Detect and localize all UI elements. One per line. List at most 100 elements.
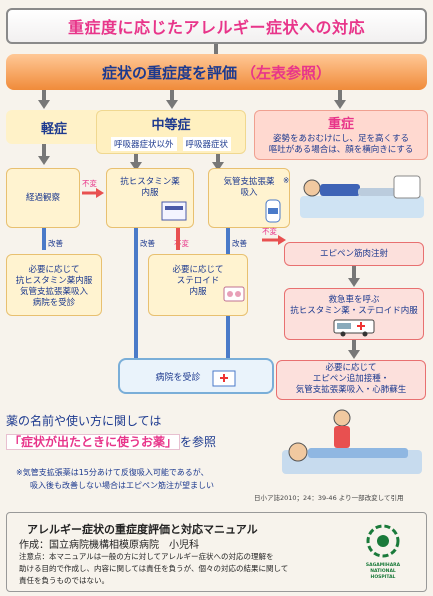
step-steroid: 必要に応じて ステロイド 内服	[148, 254, 248, 316]
arrow-down-icon	[166, 100, 178, 109]
additional-line-1: 必要に応じて	[325, 363, 377, 373]
drug-note-line-1: 薬の名前や使い方に関しては	[6, 414, 162, 428]
ambulance-icon	[333, 319, 375, 337]
pill-packet-icon	[223, 286, 245, 302]
ambulance-line-1: 救急車を呼ぶ	[328, 295, 380, 305]
evaluate-ref: （左表参照）	[241, 63, 332, 82]
steroid-line-2: ステロイド	[176, 276, 220, 286]
steroid-line-3: 内服	[189, 287, 207, 297]
step-epipen-label: エピペン筋肉注射	[319, 248, 388, 259]
additional-line-3: 気管支拡張薬吸入・心肺蘇生	[295, 385, 407, 395]
severe-instruction-1: 姿勢をあおむけにし、足を高くする	[272, 134, 409, 144]
moderate-respiratory: 呼吸器症状	[182, 137, 232, 151]
arrow-down-icon	[38, 100, 50, 109]
connector	[170, 90, 174, 102]
connector	[42, 90, 46, 102]
step-additional-treatment: 必要に応じて エピペン追加接種・ 気管支拡張薬吸入・心肺蘇生	[276, 360, 426, 400]
connector	[338, 90, 342, 102]
mild-followup-line-4: 病院を受診	[32, 298, 76, 308]
arrow-down-icon	[38, 156, 50, 165]
arrow-down-icon	[348, 350, 360, 359]
label-no-improve: 不変	[262, 227, 277, 236]
severity-severe-label: 重症	[327, 117, 354, 132]
manual-caution-line-1: 注意点：本マニュアルは一般の方に対してアレルギー症状への対応の理解を	[19, 552, 274, 561]
step-antihistamine-sub: 内服	[141, 188, 159, 198]
arrow-right-icon	[82, 188, 104, 198]
step-hospital: 病院を受診	[118, 358, 274, 394]
connector	[42, 228, 46, 250]
step-bronchodilator: 気管支拡張薬 吸入	[208, 168, 290, 228]
drug-reference-note: 薬の名前や使い方に関しては 「症状が出たときに使うお薬」を参照	[6, 412, 274, 458]
steroid-line-1: 必要に応じて	[172, 265, 224, 275]
logo-caption-3: HOSPITAL	[370, 575, 396, 580]
hospital-logo: SAGAMIHARA NATIONAL HOSPITAL	[347, 523, 419, 581]
mild-followup-line-3: 気管支拡張薬吸入	[19, 287, 88, 297]
mild-followup-line-1: 必要に応じて	[28, 265, 80, 275]
evaluate-label: 症状の重症度を評価	[101, 63, 237, 82]
page-title-box: 重症度に応じたアレルギー症状への対応	[6, 8, 427, 44]
manual-author: 作成：国立病院機構相模原病院 小児科	[19, 540, 199, 551]
ambulance-line-2: 抗ヒスタミン薬・ステロイド内服	[290, 306, 418, 316]
arrow-right-icon	[262, 235, 286, 245]
severity-severe: 重症 姿勢をあおむけにし、足を高くする 嘔吐がある場合は、顔を横向きにする	[254, 110, 428, 160]
connector	[134, 352, 138, 360]
step-antihistamine: 抗ヒスタミン薬 内服	[106, 168, 194, 228]
manual-title: アレルギー症状の重症度評価と対応マニュアル	[27, 523, 258, 536]
connector	[42, 144, 46, 156]
severity-moderate: 中等症 呼吸器症状以外 呼吸器症状	[96, 110, 246, 154]
step-observe: 経過観察	[6, 168, 80, 228]
step-mild-followup: 必要に応じて 抗ヒスタミン薬内服 気管支拡張薬吸入 病院を受診	[6, 254, 102, 316]
footnote-line-1: ※気管支拡張薬は15分あけて反復吸入可能であるが、	[16, 468, 209, 477]
mild-followup-line-2: 抗ヒスタミン薬内服	[15, 276, 93, 286]
arrow-down-icon	[334, 100, 346, 109]
manual-caution: 注意点：本マニュアルは一般の方に対してアレルギー症状への対応の理解を 助ける目的…	[19, 551, 319, 587]
logo-caption-2: NATIONAL	[370, 569, 396, 574]
moderate-non-respiratory: 呼吸器症状以外	[110, 137, 177, 151]
connector	[216, 154, 220, 162]
step-observe-label: 経過観察	[25, 192, 60, 203]
arrow-down-icon	[348, 278, 360, 287]
label-improve: 改善	[48, 239, 63, 248]
footnote-line-2: 吸入後も改善しない場合はエピペン筋注が望ましい	[30, 481, 214, 490]
arrow-down-icon	[212, 162, 224, 171]
step-antihistamine-label: 抗ヒスタミン薬	[120, 177, 180, 187]
hospital-building-icon	[212, 370, 235, 387]
connector	[176, 228, 180, 250]
connector	[214, 44, 218, 54]
severity-mild: 軽症	[6, 110, 102, 144]
manual-caution-line-2: 助ける目的で作成し、内容に関しては責任を負うが、個々の対応の結果に関して	[19, 564, 289, 573]
logo-caption-1: SAGAMIHARA	[365, 563, 401, 568]
manual-info-box: アレルギー症状の重症度評価と対応マニュアル 作成：国立病院機構相模原病院 小児科…	[6, 512, 427, 592]
hospital-logo-icon	[366, 524, 400, 558]
citation: 日小ア誌2010；24：39-46 より一部改変して引用	[254, 494, 404, 502]
cpr-illustration	[282, 409, 422, 474]
severity-moderate-label: 中等症	[151, 118, 191, 133]
step-hospital-label: 病院を受診	[155, 372, 201, 383]
label-improve: 改善	[140, 239, 155, 248]
arrow-down-icon	[130, 162, 142, 171]
drug-note-line-2: を参照	[180, 435, 217, 449]
connector	[352, 340, 356, 352]
additional-line-2: エピペン追加接種・	[312, 374, 390, 384]
connector	[134, 228, 138, 360]
step-ambulance: 救急車を呼ぶ 抗ヒスタミン薬・ステロイド内服	[284, 288, 424, 340]
footnote: ※気管支拡張薬は15分あけて反復吸入可能であるが、 吸入後も改善しない場合はエピ…	[16, 466, 316, 492]
connector	[134, 154, 138, 162]
severe-instruction-2: 嘔吐がある場合は、顔を横向きにする	[268, 145, 414, 155]
severity-mild-label: 軽症	[40, 121, 67, 137]
step-bronchodilator-label: 気管支拡張薬	[223, 177, 275, 187]
medicine-box-icon	[161, 201, 187, 221]
label-improve: 改善	[232, 239, 247, 248]
page-title: 重症度に応じたアレルギー症状への対応	[67, 18, 365, 37]
connector	[352, 266, 356, 280]
asterisk-mark: ※	[283, 176, 290, 185]
step-bronchodilator-sub: 吸入	[240, 188, 258, 198]
step-epipen: エピペン筋肉注射	[284, 242, 424, 266]
evaluate-severity-box: 症状の重症度を評価 （左表参照）	[6, 54, 427, 90]
drug-note-highlight: 「症状が出たときに使うお薬」	[6, 434, 181, 450]
manual-caution-line-3: 責任を負うものではない。	[19, 576, 109, 585]
label-no-improve: 不変	[174, 239, 189, 248]
patient-legs-raised-illustration	[300, 175, 424, 218]
label-no-improve: 不変	[82, 179, 97, 188]
inhaler-icon	[265, 199, 281, 223]
